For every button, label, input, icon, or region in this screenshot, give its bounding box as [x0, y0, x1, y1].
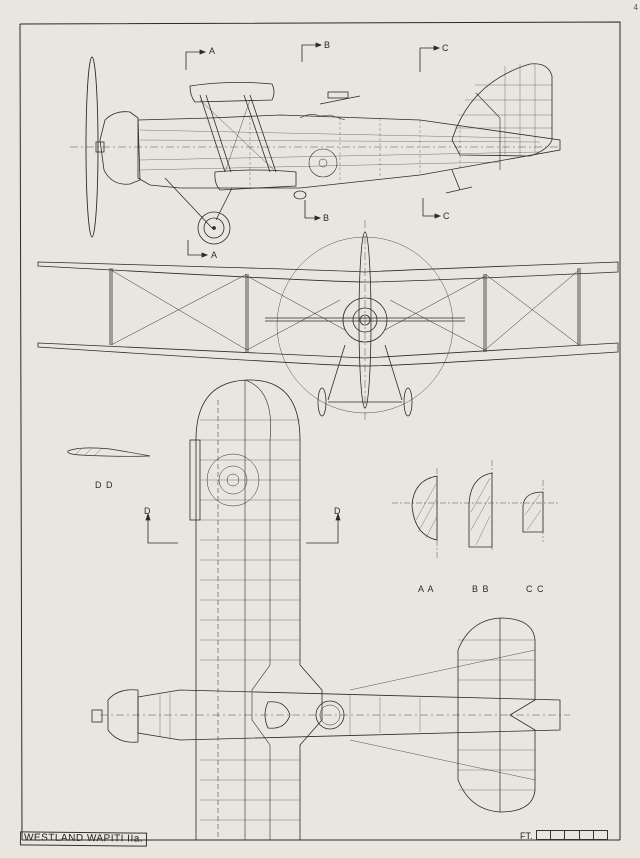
section-label-cc: C C	[526, 584, 545, 594]
section-marker-b-bottom: B	[323, 213, 331, 223]
section-label-aa: A A	[418, 584, 435, 594]
sheet-border	[19, 21, 621, 841]
page-number: 4	[633, 3, 638, 12]
wing-section-dd	[67, 447, 151, 457]
section-marker-a-bottom: A	[211, 250, 219, 260]
fuselage-sections	[392, 460, 560, 560]
section-markers-d	[145, 512, 341, 544]
section-marker-c-top: C	[442, 43, 450, 53]
section-marker-b-top: B	[324, 40, 332, 50]
scale-label: FT.	[520, 831, 533, 841]
section-label-dd: D D	[95, 480, 114, 490]
section-marker-c-bottom: C	[443, 211, 451, 221]
section-markers-side	[185, 42, 442, 258]
section-marker-d-right: D	[334, 506, 342, 516]
plan-view	[91, 379, 570, 840]
scale-bar	[536, 830, 608, 840]
section-marker-d-left: D	[144, 506, 152, 516]
section-marker-a-top: A	[209, 46, 217, 56]
front-elevation	[37, 220, 619, 420]
drawing-title: WESTLAND WAPITI IIa.	[19, 831, 148, 847]
section-label-bb: B B	[472, 584, 490, 594]
side-elevation	[70, 56, 561, 245]
